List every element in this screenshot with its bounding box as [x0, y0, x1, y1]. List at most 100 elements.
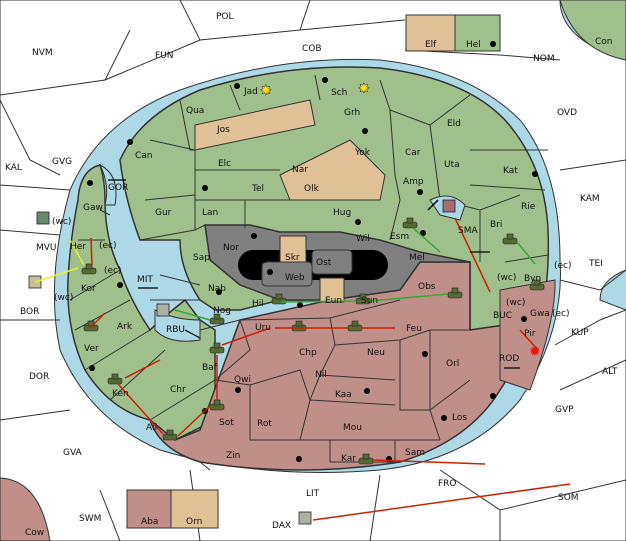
border-arrows [108, 179, 520, 369]
label-ec-mit: (ec) [104, 266, 122, 276]
units [81, 217, 545, 465]
label-swm: SWM [79, 514, 101, 524]
sc-dot [297, 302, 303, 308]
unit-tank [358, 453, 374, 465]
label-kat: Kat [503, 166, 518, 176]
label-kup: KUP [571, 328, 589, 338]
label-eld: Eld [447, 119, 461, 129]
sc-dot [234, 83, 240, 89]
explosion-icon: ✹ [529, 344, 541, 360]
label-byn: Byn [524, 274, 541, 284]
label-neu: Neu [367, 348, 385, 358]
label-gor: GOR [108, 183, 128, 193]
star-icon: ✸ [260, 83, 272, 99]
label-lit: LIT [306, 489, 320, 499]
label-sch: Sch [331, 88, 347, 98]
sma-region [499, 279, 556, 391]
label-sam: Sam [405, 448, 425, 458]
label-chr: Chr [170, 385, 186, 395]
label-gur: Gur [155, 208, 172, 218]
label-orn: Orn [186, 517, 202, 527]
label-wc-gwa: (wc) [506, 298, 525, 308]
unit-fleet [156, 303, 170, 317]
label-wc-bor: (wc) [54, 293, 73, 303]
sc-dot [267, 269, 273, 275]
sc-dot [490, 41, 496, 47]
label-gvp: GVP [555, 405, 574, 415]
label-som: SOM [558, 493, 579, 503]
skr-box [279, 235, 307, 263]
label-gwa: Gwa [530, 309, 550, 319]
label-nor: Nor [223, 243, 239, 253]
label-hil: Hil [252, 299, 264, 309]
label-kam: KAM [580, 194, 600, 204]
label-chp: Chp [299, 348, 317, 358]
sc-dot [296, 456, 302, 462]
label-gvg: GVG [52, 157, 72, 167]
label-alt: ALT [602, 367, 618, 377]
supply-centers [87, 41, 538, 462]
eun-box [319, 277, 345, 303]
label-her: Her [70, 242, 86, 252]
unit-tank [209, 313, 225, 325]
label-ovd: OVD [557, 108, 577, 118]
label-rod: ROD [499, 354, 519, 364]
label-sun: Sun [361, 296, 378, 306]
label-kal: KAL [5, 163, 22, 173]
label-nvm: NVM [32, 48, 53, 58]
label-orl: Orl [446, 359, 459, 369]
label-mvu: MVU [36, 243, 57, 253]
label-dax: DAX [272, 521, 291, 531]
label-hel: Hel [466, 40, 481, 50]
label-tei: TEI [588, 259, 603, 269]
unit-tank [529, 279, 545, 291]
markers: ✸ ✸ ✹ [260, 81, 541, 360]
label-dor: DOR [29, 372, 49, 382]
label-fro: FRO [438, 479, 457, 489]
label-nog: Nog [213, 306, 231, 316]
label-ail: Ail [146, 423, 157, 433]
ost-box [311, 249, 353, 275]
label-qwi: Qwi [234, 375, 251, 385]
unit-tank [209, 342, 225, 354]
unit-fleet [36, 211, 50, 225]
sc-dot [261, 257, 267, 263]
sc-dot [521, 316, 527, 322]
label-rie: Rie [521, 202, 536, 212]
label-esm: Esm [390, 232, 409, 242]
fleets [28, 199, 456, 525]
label-ark: Ark [117, 322, 133, 332]
label-qua: Qua [186, 106, 204, 116]
unit-tank [107, 373, 123, 385]
label-obs: Obs [418, 282, 436, 292]
label-los: Los [452, 413, 467, 423]
label-nab: Nab [208, 284, 226, 294]
unit-fleet [298, 511, 312, 525]
sc-dot [532, 171, 538, 177]
label-wil: Wil [356, 234, 370, 244]
label-jad: Jad [243, 87, 258, 97]
label-aba: Aba [141, 517, 158, 527]
label-nil: Nil [315, 370, 327, 380]
move-arrows [34, 199, 571, 521]
label-pol: POL [216, 12, 234, 22]
sc-dot [251, 233, 257, 239]
label-gaw: Gaw [83, 203, 103, 213]
unit-fleet [442, 199, 456, 213]
label-olk: Olk [304, 184, 320, 194]
label-yok: Yok [354, 148, 371, 158]
label-eun: Eun [325, 296, 342, 306]
labels: POL COB NVM FUN NOM Con Elf Hel OVD KAL … [5, 12, 618, 538]
unit-tank [162, 429, 178, 441]
sc-dot [422, 351, 428, 357]
unit-tank [81, 263, 97, 275]
label-web: Web [285, 273, 305, 283]
nar-olk-region [279, 139, 386, 201]
label-fun: FUN [155, 51, 174, 61]
label-ec-mvu: (ec) [99, 241, 117, 251]
label-kor: Kor [81, 284, 96, 294]
label-buc: BUC [493, 311, 512, 321]
label-skr: Skr [285, 253, 300, 263]
